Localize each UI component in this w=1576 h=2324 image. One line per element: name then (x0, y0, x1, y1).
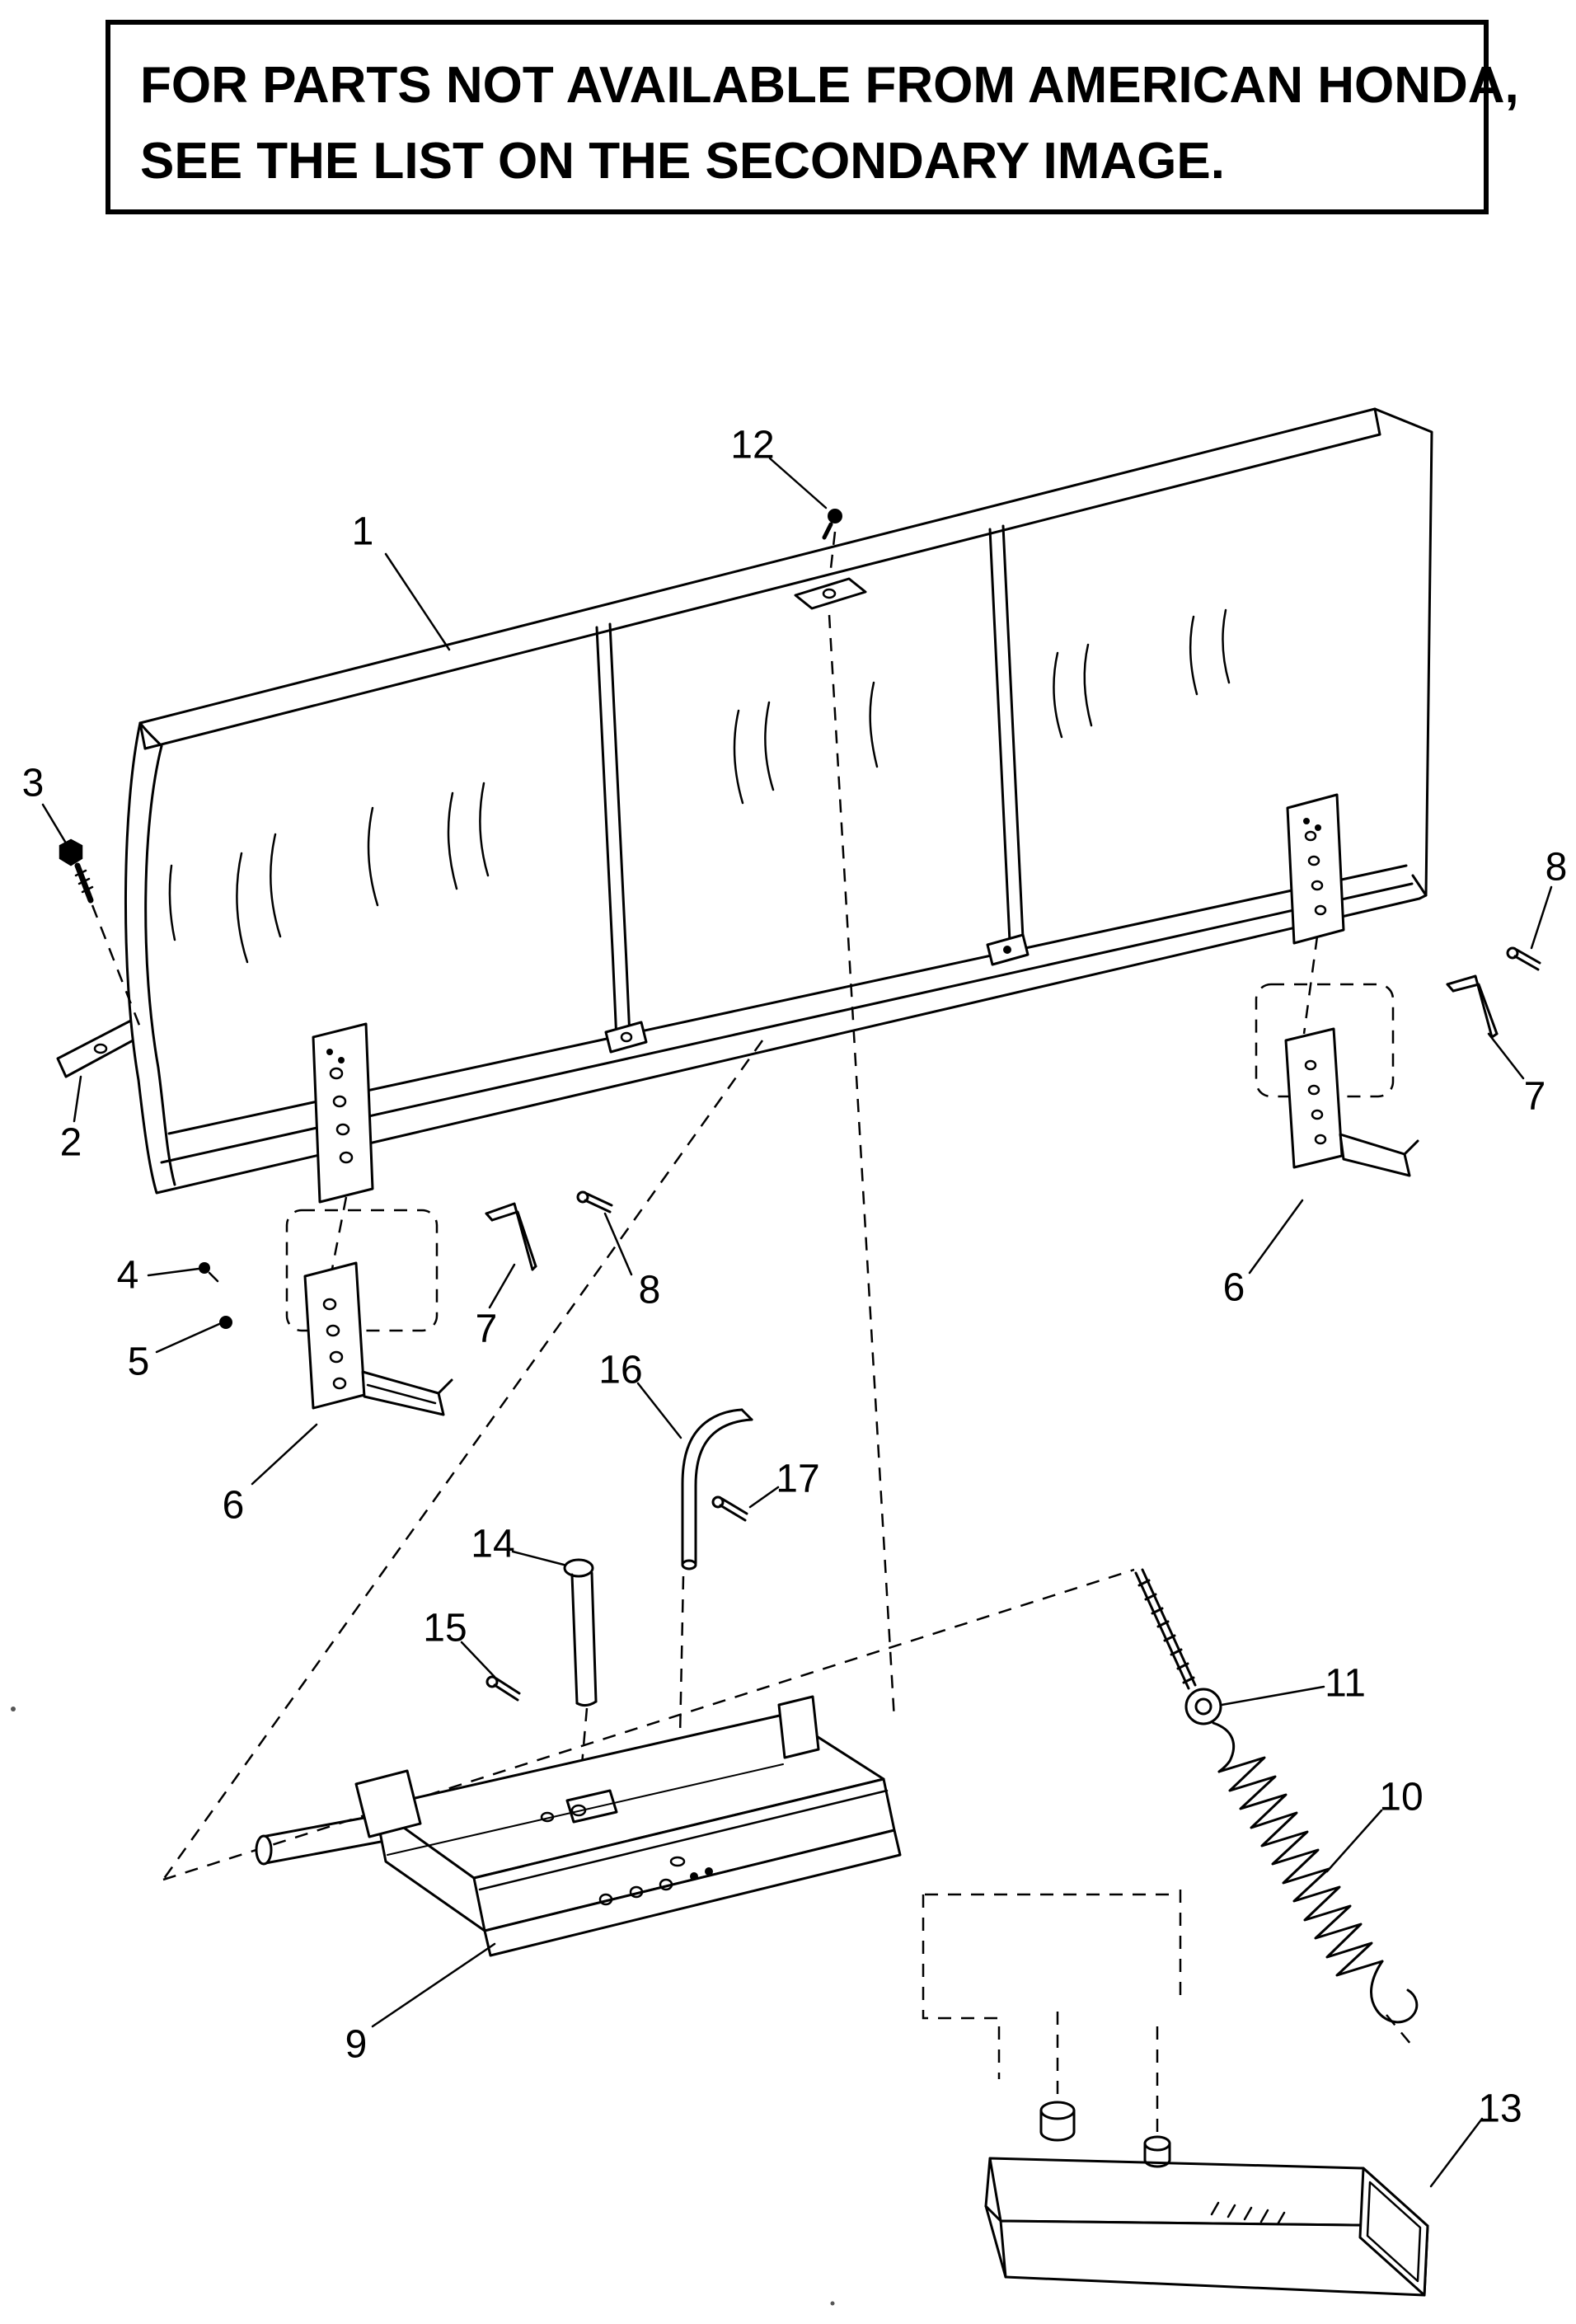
notice-line2: SEE THE LIST ON THE SECONDARY IMAGE. (140, 132, 1225, 190)
strap-7-left (485, 1202, 537, 1271)
blade-bracket-left (312, 1022, 374, 1204)
surface-hatch-marks (168, 608, 1231, 964)
spring-10 (1212, 1721, 1419, 2024)
notice-line1: FOR PARTS NOT AVAILABLE FROM AMERICAN HO… (140, 57, 1519, 114)
blade-bracket-right (1286, 793, 1345, 945)
strap-7-right (1446, 974, 1499, 1039)
rod-16 (681, 1408, 753, 1570)
bolt-3 (59, 838, 94, 904)
cotter-pin-8-left (576, 1190, 613, 1214)
mount-frame-9 (255, 1695, 902, 1957)
cotter-pin-8-right (1506, 946, 1541, 971)
bolt-4 (199, 1262, 219, 1283)
pin-17 (711, 1495, 748, 1522)
cotter-pin-15 (485, 1675, 521, 1702)
skid-bracket-right (1284, 1027, 1419, 1177)
fasteners-left (59, 838, 232, 1329)
lower-frame-13 (984, 2101, 1429, 2297)
nut-5 (219, 1316, 232, 1329)
eye-bolt-11 (1134, 1568, 1222, 1725)
print-specks (11, 1707, 835, 2306)
dashed-guide-lines (91, 531, 1412, 2137)
frame-slot-hatch (1210, 2201, 1286, 2226)
skid-bracket-left (303, 1261, 453, 1416)
leader-lines (41, 457, 1553, 2188)
bolt-12 (822, 509, 842, 540)
plow-blade (124, 407, 1433, 1204)
clevis-pin-14 (563, 1558, 598, 1707)
blade-top-plate (794, 577, 867, 610)
notice-box: FOR PARTS NOT AVAILABLE FROM AMERICAN HO… (106, 20, 1519, 214)
